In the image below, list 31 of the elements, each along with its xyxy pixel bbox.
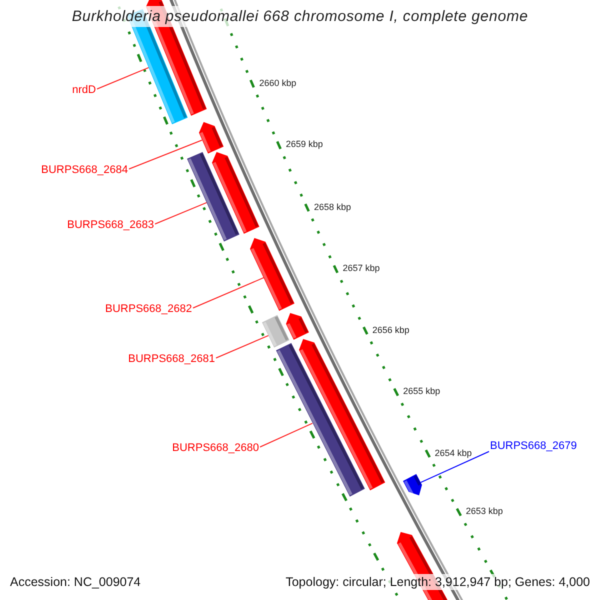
leader-line: [260, 422, 313, 448]
tick-label: 2654 kbp: [434, 448, 472, 459]
tick-label: 2653 kbp: [466, 506, 503, 518]
tick-label: 2658 kbp: [314, 202, 352, 213]
leader-line: [420, 451, 490, 483]
leader-line: [128, 140, 202, 170]
leader-line: [96, 67, 150, 90]
gene-label: BURPS668_2681: [128, 352, 215, 366]
gene-bar: [261, 314, 291, 349]
gene-block: [402, 472, 423, 496]
gene-label: BURPS668_2679: [490, 440, 577, 452]
tick-label: 2660 kbp: [259, 78, 296, 89]
gene-bar: [186, 151, 241, 243]
gene-bar: [274, 342, 366, 498]
leader-line: [216, 335, 269, 358]
leader-line: [154, 202, 208, 224]
footer-text: Topology: circular; Length: 3,912,947 bp; Genes: 4,000: [286, 574, 590, 590]
gene-label: BURPS668_2683: [67, 218, 154, 232]
tick-label: 2657 kbp: [342, 263, 380, 274]
gene-label: BURPS668_2684: [41, 164, 128, 176]
gene-label: BURPS668_2680: [172, 442, 259, 454]
tick-label: 2655 kbp: [403, 386, 440, 398]
gene-label: BURPS668_2682: [105, 302, 192, 316]
gene-label: nrdD: [72, 84, 96, 96]
gene-block: [284, 312, 310, 341]
leader-line: [192, 276, 265, 308]
tick-label: 2659 kbp: [286, 139, 323, 150]
tick-label: 2656 kbp: [372, 324, 410, 336]
gene-block: [198, 121, 224, 155]
footer-text: Accession: NC_009074: [10, 574, 141, 590]
gene-block: [249, 236, 296, 312]
